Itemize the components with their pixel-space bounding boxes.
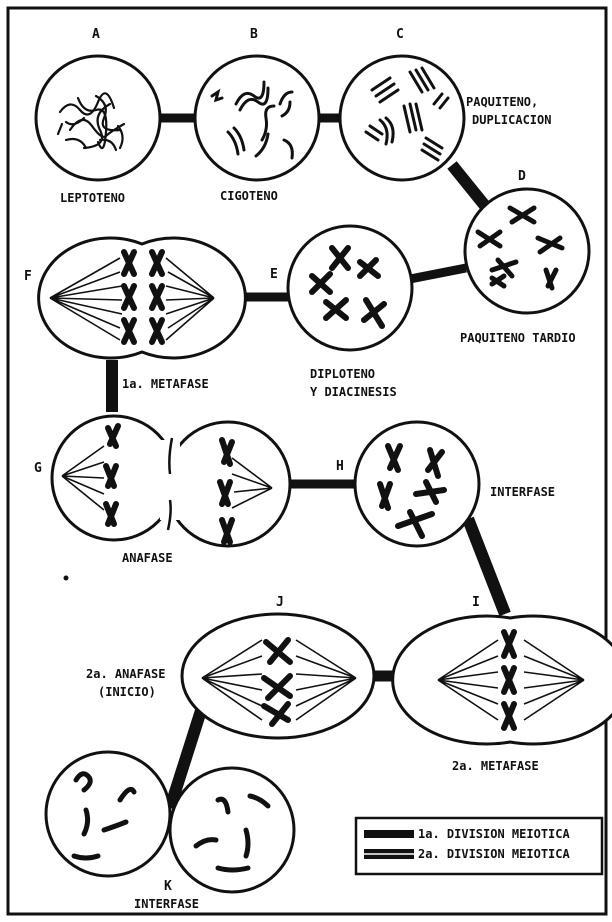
connector-d-e bbox=[410, 268, 466, 279]
stage-j-label-line1: 2a. ANAFASE bbox=[86, 667, 165, 681]
stage-j-anafase-2: J 2a. ANAFASE (INICIO) bbox=[86, 595, 374, 738]
stage-f-metafase-1: F 1a. METAFASE bbox=[24, 238, 245, 391]
stage-i-label: 2a. METAFASE bbox=[452, 759, 539, 773]
stage-e-label-line2: Y DIACINESIS bbox=[310, 385, 397, 399]
stage-h-letter: H bbox=[336, 459, 344, 474]
stage-e-diploteno: E DIPLOTENO Y DIACINESIS bbox=[270, 226, 412, 399]
stage-i-metafase-2: I 2a. METAFASE bbox=[393, 595, 612, 773]
stage-c-letter: C bbox=[396, 27, 404, 42]
stray-dot bbox=[64, 576, 69, 581]
stage-e-label-line1: DIPLOTENO bbox=[310, 367, 375, 381]
stage-k-letter: K bbox=[164, 879, 172, 894]
stage-d-label: PAQUITENO TARDIO bbox=[460, 331, 576, 345]
stage-h-interfase: H INTERFASE bbox=[336, 422, 555, 546]
stage-a-letter: A bbox=[92, 27, 100, 42]
cell-k-left bbox=[46, 752, 170, 876]
stage-c-label-line2: DUPLICACION bbox=[472, 113, 551, 127]
stage-g-label: ANAFASE bbox=[122, 551, 173, 565]
cell-c bbox=[340, 56, 464, 180]
cell-e bbox=[288, 226, 412, 350]
stage-i-letter: I bbox=[472, 595, 480, 610]
stage-f-letter: F bbox=[24, 269, 32, 284]
stage-g-anafase: G ANAFASE bbox=[34, 416, 290, 581]
stage-d-letter: D bbox=[518, 169, 526, 184]
cell-d bbox=[465, 189, 589, 313]
stage-b-label: CIGOTENO bbox=[220, 189, 278, 203]
stage-b-letter: B bbox=[250, 27, 258, 42]
stage-k-interfase: K INTERFASE bbox=[46, 752, 294, 911]
legend: 1a. DIVISION MEIOTICA 2a. DIVISION MEIOT… bbox=[356, 818, 602, 874]
stage-f-label: 1a. METAFASE bbox=[122, 377, 209, 391]
stage-a-leptoteno: A LEPTOTENO bbox=[36, 27, 160, 205]
stage-g-letter: G bbox=[34, 461, 42, 476]
stage-h-label: INTERFASE bbox=[490, 485, 555, 499]
legend-second-label: 2a. DIVISION MEIOTICA bbox=[418, 847, 570, 861]
stage-a-label: LEPTOTENO bbox=[60, 191, 125, 205]
stage-k-label: INTERFASE bbox=[134, 897, 199, 911]
stage-j-letter: J bbox=[276, 595, 284, 610]
stage-b-cigoteno: B CIGOTENO bbox=[195, 27, 319, 203]
cell-b bbox=[195, 56, 319, 180]
legend-first-label: 1a. DIVISION MEIOTICA bbox=[418, 827, 570, 841]
stage-c-paquiteno: C PAQUITENO, DUPLICACION bbox=[340, 27, 551, 180]
stage-e-letter: E bbox=[270, 267, 278, 282]
stage-j-label-line2: (INICIO) bbox=[98, 685, 156, 699]
stage-c-label-line1: PAQUITENO, bbox=[466, 95, 538, 109]
cell-k-right bbox=[170, 768, 294, 892]
